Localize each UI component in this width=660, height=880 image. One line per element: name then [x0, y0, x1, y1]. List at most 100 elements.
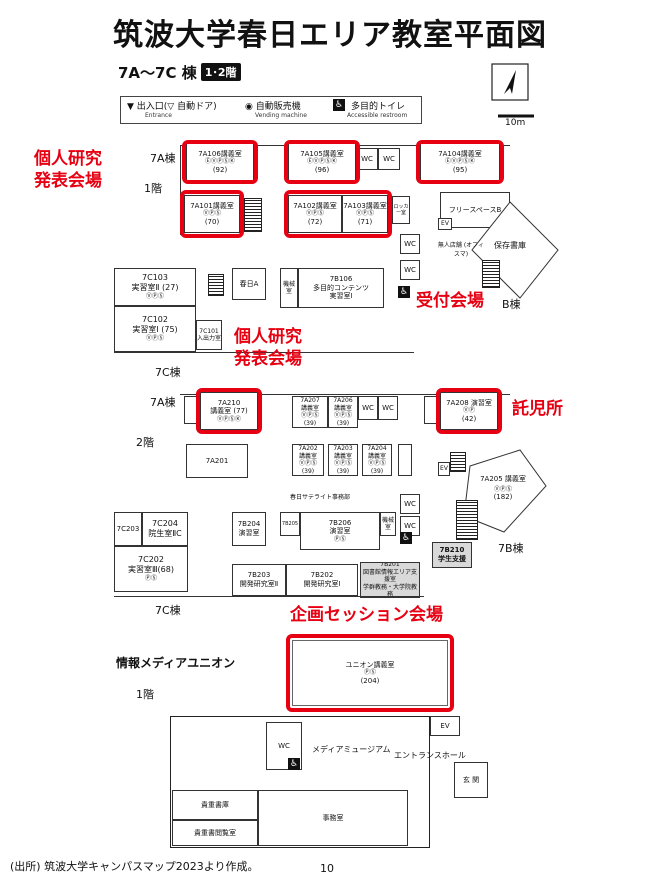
label-floor-1: 1階 — [144, 182, 162, 195]
room-7c204: 7C204 院生室ⅡC — [142, 512, 188, 546]
room-7a210: 7A210 講義室 (77)ⓋⓅⓈⓀ — [200, 392, 258, 430]
room-narrow-2f — [398, 444, 412, 476]
room-7b202: 7B202 開発研究室Ⅰ — [286, 564, 358, 596]
stairs-icon — [244, 198, 262, 232]
stairs-icon — [456, 500, 478, 540]
label-7c-building-1f: 7C棟 — [155, 366, 181, 379]
elevator-2f: EV — [438, 462, 450, 476]
legend-vending-en: Vending machine — [255, 112, 307, 119]
label-7b-building-2f: 7B棟 — [498, 542, 524, 555]
label-media-union: 情報メディアユニオン — [116, 656, 236, 670]
legend-restroom: 多目的トイレ — [351, 102, 406, 112]
label-7a-building-1f: 7A棟 — [150, 152, 176, 165]
room-valuable-reading: 貴重書閲覧室 — [172, 820, 258, 846]
room-wc-2f-a: WC — [358, 396, 378, 420]
room-archive: 保存書庫 — [494, 241, 526, 250]
room-wc-2f-d: WC — [400, 516, 420, 536]
page-title: 筑波大学春日エリア教室平面図 — [113, 18, 547, 53]
accessible-toilet-icon: ♿ — [288, 758, 300, 770]
legend-vending: ◉ 自動販売機 — [245, 102, 301, 112]
compass-icon — [491, 63, 534, 118]
room-shop: 無人店舗 (オフィスマ) — [437, 242, 485, 258]
room-7c202: 7C202 実習室Ⅲ(68)ⓅⓈ — [114, 546, 188, 592]
legend: ▼ 出入口(▽ 自動ドア) Entrance ◉ 自動販売機 Vending m… — [120, 96, 422, 124]
building-range: 7A～7C 棟 — [118, 64, 197, 82]
label-floor-1-media: 1階 — [136, 688, 154, 701]
page-number: 10 — [320, 862, 334, 875]
room-wc-2f-b: WC — [378, 396, 398, 420]
highlight-7a101 — [180, 190, 244, 238]
elevator-media: EV — [430, 716, 460, 736]
genkan: 玄 関 — [454, 762, 488, 798]
elevator-1f: EV — [438, 218, 452, 230]
stairs-icon — [208, 274, 224, 296]
label-7c-building-2f: 7C棟 — [155, 604, 181, 617]
room-locker: ロッカー室 — [392, 196, 410, 224]
room-machine-2f: 機械室 — [380, 512, 396, 536]
stairs-icon — [450, 452, 466, 472]
label-7b-building-1f: B棟 — [502, 298, 521, 311]
highlight-union-lecture — [286, 634, 454, 712]
room-7c203: 7C203 — [114, 512, 142, 546]
room-valuable-books: 貴重書庫 — [172, 790, 258, 820]
source-footnote: (出所) 筑波大学キャンパスマップ2023より作成。 — [10, 860, 259, 873]
room-7c102: 7C102 実習室Ⅰ (75)ⓋⓅⓈ — [114, 306, 196, 352]
highlight-7a104 — [416, 140, 504, 184]
highlight-7a105 — [284, 140, 360, 184]
label-7a-building-2f: 7A棟 — [150, 396, 176, 409]
accessible-toilet-icon: ♿ — [400, 532, 412, 544]
room-kasuga-a: 春日A — [232, 268, 266, 300]
room-machine-1f: 機械室 — [280, 268, 298, 308]
entrance-hall: エントランスホール — [394, 751, 466, 760]
label-nursery: 託児所 — [512, 399, 563, 419]
legend-entrance-en: Entrance — [145, 112, 172, 119]
accessible-toilet-icon: ♿ — [333, 99, 345, 111]
room-7b210: 7B210 学生支援 — [432, 542, 472, 568]
highlight-7a102-103 — [284, 190, 392, 238]
room-7b203: 7B203 開発研究室Ⅱ — [232, 564, 286, 596]
room-office: 事務室 — [258, 790, 408, 846]
media-museum: メディアミュージアム — [312, 745, 391, 754]
room-wc-1f-d: WC — [400, 260, 420, 280]
highlight-7a106 — [182, 140, 258, 184]
room-archive-shape — [471, 201, 559, 299]
label-reception: 受付会場 — [416, 291, 484, 311]
highlight-7a210 — [196, 388, 262, 434]
room-7a201: 7A201 — [186, 444, 248, 478]
accessible-toilet-icon: ♿ — [398, 286, 410, 298]
satellite-office: 春日サテライト事務部 — [290, 494, 351, 501]
room-7b205: 7B205 — [280, 512, 300, 536]
room-7b204: 7B204 演習室 — [232, 512, 266, 546]
room-wc-2f-c: WC — [400, 494, 420, 514]
label-planning-session: 企画セッション会場 — [290, 605, 443, 625]
stairs-icon — [482, 260, 500, 288]
legend-entrance: ▼ 出入口(▽ 自動ドア) — [127, 102, 217, 112]
room-7c103: 7C103 実習室Ⅱ (27)ⓋⓅⓈ — [114, 268, 196, 306]
legend-restroom-en: Accessible restroom — [347, 112, 408, 119]
room-7c101: 7C101 入出力室 — [196, 320, 222, 350]
room-wc-1f-a: WC — [356, 148, 378, 170]
room-7b201: 7B201 図書館情報エリア支援室 学群教務・大学院教務 — [360, 562, 420, 598]
label-floor-2: 2階 — [136, 436, 154, 449]
label-individual-presentation-1: 個人研究 発表会場 — [34, 149, 102, 192]
room-wc-1f-c: WC — [400, 234, 420, 254]
highlight-7a208 — [436, 388, 502, 434]
floor-chip: 1･2階 — [200, 63, 241, 81]
label-individual-presentation-2: 個人研究 発表会場 — [234, 327, 302, 370]
room-7b106: 7B106 多目的コンテンツ 実習室Ⅰ — [298, 268, 384, 308]
room-wc-1f-b: WC — [378, 148, 400, 170]
